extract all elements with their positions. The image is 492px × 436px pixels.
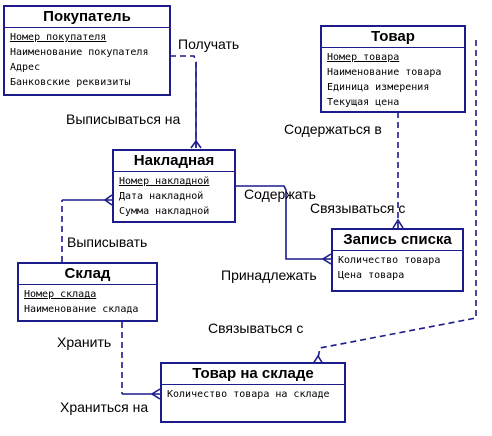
rel-line-product-stock xyxy=(317,40,477,359)
entity-title: Запись списка xyxy=(333,230,462,251)
entity-customer[interactable]: Покупатель Номер покупателя Наименование… xyxy=(3,5,171,96)
entity-attribute: Дата накладной xyxy=(119,191,204,202)
crowfoot-stock-top xyxy=(312,354,324,365)
entity-attribute: Сумма накладной xyxy=(119,206,210,217)
crowfoot-invoice-left xyxy=(103,194,113,206)
rel-line-invoice-entry xyxy=(236,185,331,260)
entity-attribute: Наименование покупателя xyxy=(10,47,149,58)
entity-title: Покупатель xyxy=(5,7,169,28)
relationship-label-prinadlezhat: Принадлежать xyxy=(221,267,317,283)
entity-attribute-key: Номер товара xyxy=(327,52,400,63)
entity-attribute: Цена товара xyxy=(338,270,405,281)
relationship-label-vypisyvat: Выписывать xyxy=(67,234,148,250)
entity-attribute-key: Номер накладной xyxy=(119,176,210,187)
entity-attribute: Банковские реквизиты xyxy=(10,77,131,88)
entity-stock[interactable]: Товар на складе Количество товара на скл… xyxy=(160,362,346,423)
entity-warehouse[interactable]: Склад Номер склада Наименование склада xyxy=(17,262,158,322)
entity-attribute: Текущая цена xyxy=(327,97,400,108)
entity-title: Накладная xyxy=(114,151,234,172)
crowfoot-stock-left xyxy=(150,388,161,400)
relationship-label-svyazyvatsya-s: Связываться с xyxy=(310,200,406,216)
entity-list-entry[interactable]: Запись списка Количество товара Цена тов… xyxy=(331,228,464,292)
relationship-label-soderzhat: Содержать xyxy=(244,186,316,202)
entity-attribute-key: Номер покупателя xyxy=(10,32,107,43)
relationship-label-hranit: Хранить xyxy=(57,334,112,350)
crowfoot-invoice-top xyxy=(190,139,202,149)
relationship-label-vypisyvatsya-na: Выписываться на xyxy=(66,111,181,127)
entity-attribute: Единица измерения xyxy=(327,82,430,93)
relationship-label-svyazyvatsya-s-2: Связываться с xyxy=(208,320,304,336)
entity-attribute: Наименование товара xyxy=(327,67,442,78)
relationship-label-hranitsya-na: Храниться на xyxy=(60,399,149,415)
entity-attribute-key: Номер склада xyxy=(24,289,97,300)
entity-title: Товар на складе xyxy=(162,364,344,385)
entity-title: Склад xyxy=(19,264,156,285)
entity-invoice[interactable]: Накладная Номер накладной Дата накладной… xyxy=(112,149,236,223)
crowfoot-entry-left xyxy=(321,253,332,265)
entity-attribute: Адрес xyxy=(10,62,41,73)
crowfoot-entry-top xyxy=(392,218,404,229)
relationship-label-soderzhatsya-v: Содержаться в xyxy=(284,121,382,137)
entity-attribute: Количество товара на складе xyxy=(167,389,330,400)
entity-title: Товар xyxy=(322,27,464,48)
entity-product[interactable]: Товар Номер товара Наименование товара Е… xyxy=(320,25,466,113)
entity-attribute: Наименование склада xyxy=(24,304,139,315)
relationship-label-poluchat: Получать xyxy=(178,36,240,52)
entity-attribute: Количество товара xyxy=(338,255,441,266)
rel-line-customer-invoice xyxy=(170,55,197,148)
